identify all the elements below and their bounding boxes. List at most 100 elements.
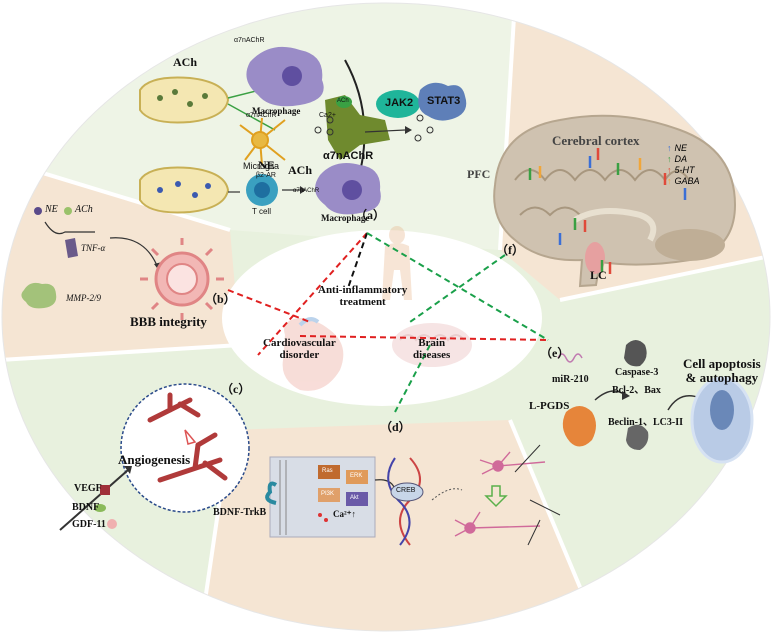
a7nachr-top-label: α7nAChR [234,37,265,44]
ras-box [318,465,340,479]
bcl-label: Bcl-2、Bax [612,385,661,396]
heart-icon [282,317,344,391]
beclin-protein-icon [626,424,649,450]
gdf-label: GDF-11 [72,519,106,530]
blood-vessel-cross-section [140,238,224,320]
legend-label: DA [674,154,688,164]
panel-a [139,46,467,215]
ach-dot-icon [64,207,72,215]
lpgds-label: L-PGDS [529,400,570,412]
apoptosis-label: Cell apoptosis & autophagy [683,356,761,385]
legend-item-5-ht: ↑5-HT [667,165,700,176]
vessel-branches [147,392,228,483]
ach-b-label: ACh [75,204,93,215]
microglia-label: Microglia [243,161,280,171]
nerve-terminal-bottom [139,166,230,214]
cerebral-cortex-label: Cerebral cortex [552,133,640,148]
stat3-protein [418,82,467,121]
a7nachr-bottom-label: α7nAChR [293,188,320,194]
stat3-label: STAT3 [427,95,461,107]
brain-diseases-label: Brain diseases [413,337,451,361]
up-arrow-icon: ↑ [667,176,672,186]
pi3k-box [318,488,340,502]
caspase-protein-icon [624,340,647,367]
macrophage-bottom-label: Macrophage [321,213,370,223]
beclin-label: Beclin-1、LC3-II [608,417,683,428]
brain-icon [392,323,472,367]
legend-label: 5-HT [674,165,695,175]
dash-b-to-heart [227,289,311,323]
mir210-label: miR-210 [552,374,589,385]
bdnf-icon [94,504,106,512]
a7nachr-mid-label: α7nAChR [246,112,277,119]
pfc-label: PFC [467,167,491,181]
dash-a-to-heart [257,232,368,356]
panel-b-tag: （b） [205,292,236,306]
tnf-icon [65,238,78,258]
bdnf-trkb-label: BDNF-TrkB [213,507,267,518]
legend-item-gaba: ↑GABA [667,176,700,187]
bbb-integrity-label: BBB integrity [130,314,207,329]
center-ellipse [222,230,542,406]
tnf-label: TNF-α [81,243,106,253]
macrophage-top-label: Macrophage [252,106,301,116]
panel-c [59,383,250,531]
dashed-connections [227,232,549,413]
a7nachr-receptor [325,95,390,160]
erk-label: ERK [350,473,363,479]
panel-d-tag: （d） [380,420,411,434]
vegf-label: VEGF [74,483,102,494]
jak2-label: JAK2 [385,97,414,109]
nerve-terminal-top [139,76,230,124]
mmp-icon [21,282,57,309]
ras-label: Ras [322,468,333,474]
ca-label: Ca2+ [319,112,336,119]
erk-box [346,470,368,484]
ach-receptor-label: ACh [337,98,349,104]
panel-c-tag: （c） [221,382,251,396]
neurotransmitter-legend: ↑NE↑DA↑5-HT↑GABA [667,143,700,187]
vegf-icon [100,485,110,495]
trkb-receptor-icon [265,481,278,505]
ach-bottom-label: ACh [288,163,313,177]
panel-a-tag: （a） [355,208,386,222]
mmp-label: MMP-2/9 [66,293,101,303]
dash-brain-to-d [394,344,431,413]
lpgds-protein-icon [562,406,596,447]
akt-label: Akt [350,495,359,501]
panel-e [557,340,754,464]
gdf-icon [107,519,117,529]
legend-label: GABA [674,176,700,186]
pi3k-label: PI3K [321,491,335,497]
dash-a-to-e [366,232,549,341]
sector-b [2,160,240,360]
lc-label: LC [590,268,607,282]
panel-d [265,444,561,546]
ne-dot-icon [34,207,42,215]
legend-label: NE [674,143,688,153]
b2ar-label: β2-AR [256,172,276,179]
creb-label: CREB [396,487,416,494]
legend-item-da: ↑DA [667,154,700,165]
panel-e-tag: （e） [540,346,570,360]
ne-label: NE [258,158,275,172]
cardiovascular-label: Cardiovascular disorder [263,337,336,361]
ne-b-label: NE [45,204,58,215]
creb-protein [390,482,424,502]
panel-b [21,207,224,320]
caspase-label: Caspase-3 [615,367,659,378]
microglia-icon [239,117,286,166]
neuron-icons [454,451,546,537]
panel-f-tag: （f） [496,243,524,257]
angiogenesis-label: Angiogenesis [118,452,191,467]
a7nachr-big-label: α7nAChR [323,150,374,162]
legend-item-ne: ↑NE [667,143,700,154]
jak2-protein [376,90,420,118]
brainstem-icon [585,242,605,274]
anti-inflammatory-label: Anti-inflammatory treatment [318,284,408,308]
ca-d-label: Ca²⁺↑ [333,509,356,519]
mirna-icon [557,353,583,363]
dash-heart-to-e [299,335,549,341]
down-arrow-icon [484,485,508,508]
